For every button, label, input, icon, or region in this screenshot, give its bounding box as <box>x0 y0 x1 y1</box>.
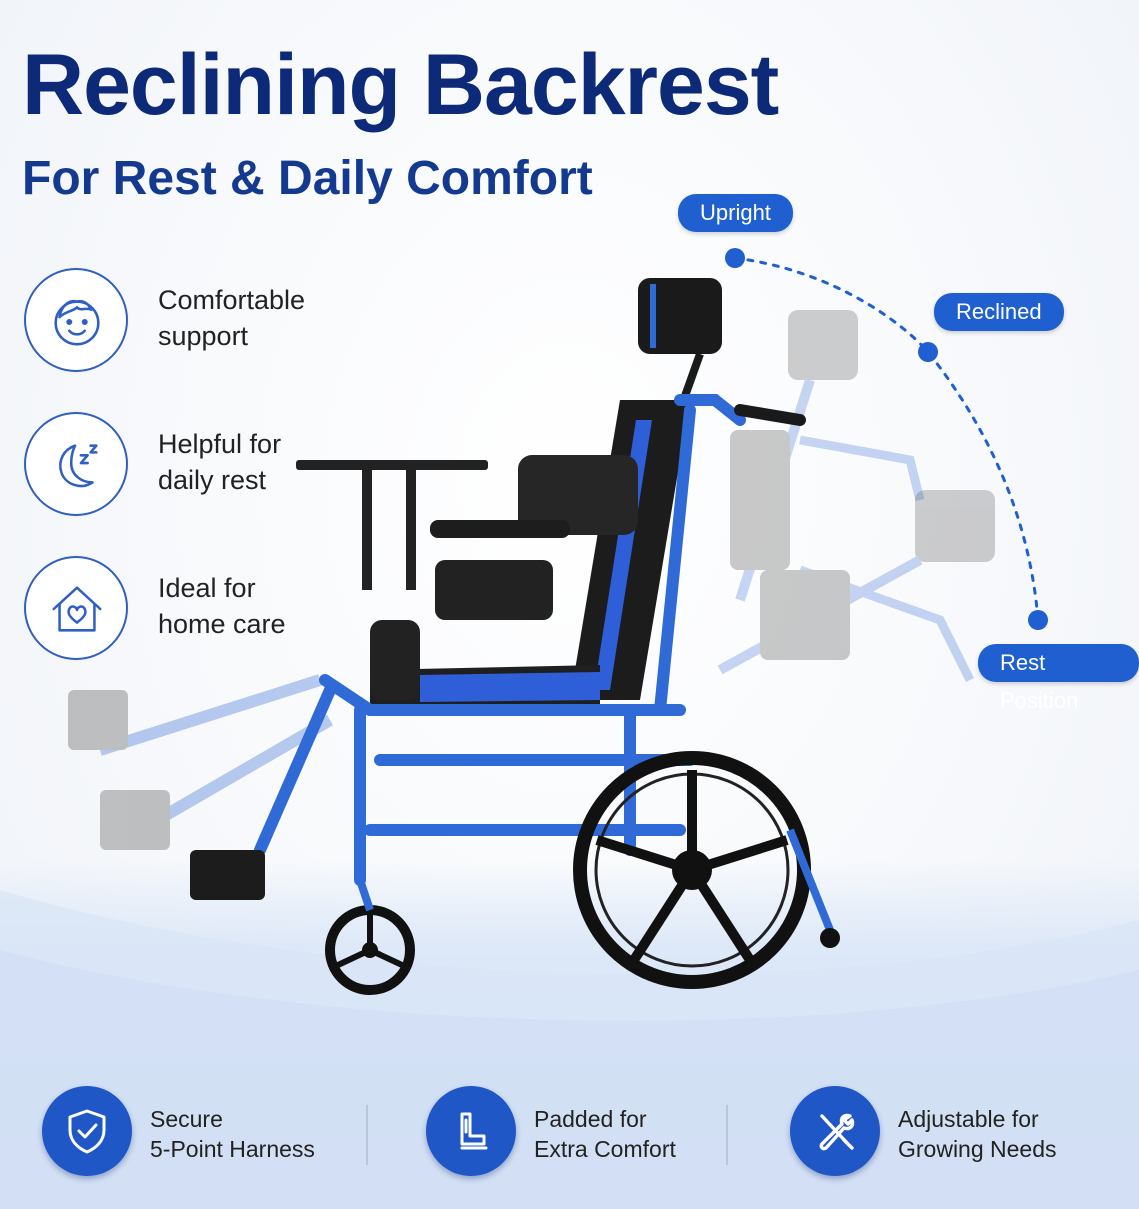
lateral-support <box>518 455 638 535</box>
armrest <box>430 520 570 538</box>
badge-harness: Secure 5-Point Harness <box>42 1082 382 1182</box>
padded-seat-icon <box>426 1086 516 1176</box>
badge-label: Padded for Extra Comfort <box>534 1106 676 1162</box>
reclined-ghost <box>730 310 925 602</box>
headrest <box>638 278 722 354</box>
footrest-ghosts <box>68 674 334 850</box>
reclined-marker <box>918 342 938 362</box>
rest-ghost <box>717 490 995 683</box>
divider <box>726 1105 728 1165</box>
feature-daily-rest: Helpful for daily rest <box>24 412 344 522</box>
badge-padded: Padded for Extra Comfort <box>426 1082 766 1182</box>
upright-marker <box>725 248 745 268</box>
badge-label: Secure 5-Point Harness <box>150 1106 315 1162</box>
wheelchair-illustration <box>68 278 995 995</box>
wrench-screwdriver-icon <box>790 1086 880 1176</box>
rest-marker <box>1028 610 1048 630</box>
divider <box>366 1105 368 1165</box>
push-handle <box>734 404 806 426</box>
badge-adjustable: Adjustable for Growing Needs <box>790 1082 1130 1182</box>
feature-label: Comfortable support <box>158 285 306 351</box>
moon-sleep-icon <box>24 412 128 516</box>
feature-label: Ideal for home care <box>158 573 286 639</box>
tray-table <box>296 460 488 470</box>
house-heart-icon <box>24 556 128 660</box>
shield-check-icon <box>42 1086 132 1176</box>
blue-frame <box>319 394 746 886</box>
badge-label: Adjustable for Growing Needs <box>898 1106 1057 1162</box>
page-subtitle: For Rest & Daily Comfort <box>22 152 593 205</box>
feature-comfortable-support: Comfortable support <box>24 268 344 378</box>
rear-wheel <box>573 751 811 989</box>
feature-home-care: Ideal for home care <box>24 556 344 666</box>
page-title: Reclining Backrest <box>22 37 779 133</box>
smiling-child-icon <box>24 268 128 372</box>
reclined-label: Reclined <box>934 293 1064 331</box>
feature-label: Helpful for daily rest <box>158 429 282 495</box>
footrest <box>190 850 265 900</box>
upright-label: Upright <box>678 194 793 232</box>
front-caster <box>325 878 415 995</box>
rest-position-label: Rest Position <box>978 644 1139 713</box>
